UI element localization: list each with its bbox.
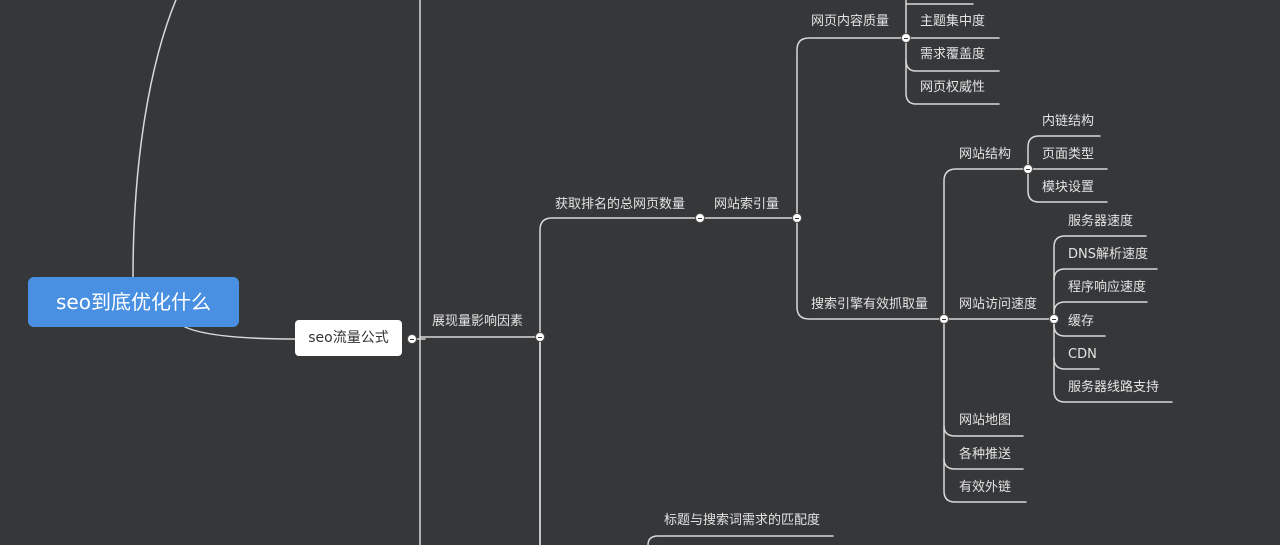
connector-crawl-down [943, 318, 1027, 503]
connector-as-item-2 [1053, 268, 1158, 281]
as-cdn[interactable]: CDN [1068, 347, 1097, 362]
connector-crawl-sitemap [943, 425, 1024, 437]
exposure-node[interactable]: 展现量影响因素 [432, 314, 524, 329]
as-cache[interactable]: 缓存 [1068, 314, 1095, 329]
as-server-line[interactable]: 服务器线路支持 [1068, 380, 1160, 395]
crawl-push[interactable]: 各种推送 [959, 447, 1012, 462]
ss-page-types[interactable]: 页面类型 [1042, 147, 1095, 162]
cq-authority[interactable]: 网页权威性 [920, 80, 986, 95]
as-dns-speed[interactable]: DNS解析速度 [1068, 247, 1148, 262]
connector-root-top [132, 0, 177, 278]
site-structure-node[interactable]: 网站结构 [959, 147, 1012, 162]
collapse-content-quality-icon[interactable] [901, 33, 911, 43]
collapse-total-pages-icon[interactable] [695, 213, 705, 223]
connector-crawl-push [943, 458, 1024, 470]
connector-crawl-structure [943, 168, 1028, 320]
as-server-speed[interactable]: 服务器速度 [1068, 214, 1134, 229]
connector-exposure-vertical [539, 217, 701, 545]
root-node[interactable]: seo到底优化什么 [28, 277, 239, 327]
title-match-node[interactable]: 标题与搜索词需求的匹配度 [664, 513, 821, 528]
ss-internal-links[interactable]: 内链结构 [1042, 114, 1095, 129]
connector-index-down [796, 217, 944, 320]
connector-as-up [1053, 235, 1147, 320]
crawl-backlinks[interactable]: 有效外链 [959, 480, 1012, 495]
crawl-volume-node[interactable]: 搜索引擎有效抓取量 [811, 297, 929, 312]
content-quality-node[interactable]: 网页内容质量 [811, 14, 890, 29]
connector-root-formula [184, 326, 296, 340]
connector-ss-item-1 [1027, 135, 1101, 170]
index-volume-node[interactable]: 网站索引量 [714, 197, 780, 212]
connector-ss-item-3 [1027, 168, 1108, 203]
connector-as-item-5 [1053, 357, 1100, 370]
collapse-site-structure-icon[interactable] [1023, 164, 1033, 174]
collapse-crawl-icon[interactable] [939, 314, 949, 324]
collapse-index-icon[interactable] [792, 213, 802, 223]
connector-as-item-3 [1053, 301, 1148, 314]
crawl-sitemap[interactable]: 网站地图 [959, 413, 1012, 428]
total-pages-node[interactable]: 获取排名的总网页数量 [555, 197, 686, 212]
collapse-access-speed-icon[interactable] [1049, 314, 1059, 324]
collapse-exposure-icon[interactable] [535, 332, 545, 342]
access-speed-node[interactable]: 网站访问速度 [959, 297, 1038, 312]
formula-node[interactable]: seo流量公式 [295, 320, 402, 356]
connector-as-down [1053, 318, 1173, 403]
as-response-speed[interactable]: 程序响应速度 [1068, 280, 1147, 295]
ss-modules[interactable]: 模块设置 [1042, 180, 1095, 195]
connector-title-match [647, 535, 834, 545]
cq-need-coverage[interactable]: 需求覆盖度 [920, 47, 986, 62]
connector-index-up [796, 37, 906, 219]
collapse-formula-icon[interactable] [407, 334, 417, 344]
connector-cq-item-3 [905, 59, 1000, 105]
cq-topic-focus[interactable]: 主题集中度 [920, 14, 986, 29]
